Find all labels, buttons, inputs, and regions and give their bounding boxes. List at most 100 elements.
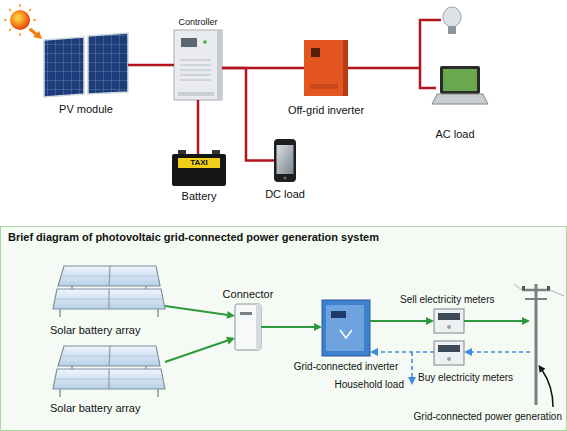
light-bulb	[443, 7, 461, 27]
component-label: Off-grid inverter	[288, 104, 364, 117]
component-node: AC load	[420, 8, 490, 116]
controller-cabinet	[174, 30, 222, 100]
grid-inverter	[322, 300, 370, 356]
sun	[4, 4, 42, 39]
connector-box	[256, 304, 261, 350]
arrow-head	[464, 348, 472, 356]
component-label: Solar battery array	[50, 324, 140, 337]
component-label: Connector	[223, 288, 274, 301]
component-node: Connector	[235, 304, 261, 350]
grid-inverter	[322, 300, 370, 356]
controller-cabinet	[181, 38, 197, 47]
component-node: Off-grid inverter	[304, 40, 348, 96]
electricity-meter	[447, 325, 451, 329]
load-label: Household load	[335, 379, 405, 391]
controller-cabinet	[217, 30, 222, 100]
component-label: DC load	[265, 188, 305, 201]
laptop	[432, 66, 488, 104]
utility-pole	[522, 289, 550, 292]
phone	[274, 139, 296, 182]
pv-panels	[44, 33, 128, 97]
solar-array	[53, 266, 165, 317]
controller-cabinet	[178, 92, 214, 96]
phone	[277, 145, 294, 174]
arrow-head	[226, 337, 235, 345]
power-wire	[128, 64, 174, 67]
sun	[4, 4, 36, 36]
leader-arrow	[539, 365, 546, 373]
flow-arrow	[370, 348, 434, 356]
flow-arrow	[370, 317, 434, 325]
component-label: PV module	[59, 103, 113, 116]
flow-arrow	[471, 351, 530, 353]
controller-cabinet	[180, 60, 211, 80]
utility-pole	[525, 298, 547, 300]
component-node: Solar battery array	[50, 262, 165, 317]
laptop	[440, 66, 480, 94]
flow-arrow	[165, 337, 235, 362]
power-wire	[348, 67, 420, 70]
electricity-meter	[434, 341, 464, 365]
power-wire	[222, 68, 274, 161]
component-node: DC load	[274, 139, 296, 182]
grid-inverter	[340, 330, 352, 338]
power-wire	[128, 65, 174, 66]
electricity-meter	[438, 345, 460, 352]
component-node: PV module	[44, 33, 128, 97]
flow-arrow	[165, 340, 228, 362]
off-grid-inverter	[304, 40, 348, 96]
flow-arrow	[165, 306, 228, 315]
power-wire	[198, 100, 199, 154]
laptop	[443, 69, 477, 91]
component-node: Controller	[174, 30, 222, 100]
battery-brand: TAXI	[178, 158, 220, 168]
arrow-head	[370, 348, 378, 356]
electricity-meter	[434, 309, 464, 333]
component-label: Controller	[178, 17, 217, 27]
sun	[10, 10, 30, 30]
household-arrow	[408, 377, 416, 385]
electricity-meter	[438, 313, 460, 320]
component-label: Grid-connected power generation	[414, 411, 562, 423]
component-node: Grid-connected power generation	[530, 283, 542, 405]
component-node: Buy electricity meters	[434, 341, 464, 365]
component-label: Battery	[182, 190, 217, 203]
power-wire	[348, 68, 420, 69]
utility-pole	[522, 286, 525, 290]
arrow-head	[426, 317, 434, 325]
connector-box	[235, 304, 261, 350]
pv-panels	[44, 37, 84, 97]
household-arrow	[408, 352, 416, 385]
off-grid-inverter	[311, 48, 320, 57]
sun	[33, 31, 42, 39]
solar-array	[53, 346, 165, 397]
flow-arrow	[377, 351, 434, 353]
pv-panels	[88, 33, 128, 94]
light-bulb	[448, 26, 456, 34]
power-wire	[197, 100, 200, 154]
off-grid-inverter	[304, 40, 348, 96]
component-node: Solar battery array	[50, 342, 165, 398]
component-label: AC load	[435, 128, 474, 141]
arrow-head	[522, 317, 530, 325]
connector-box	[240, 312, 252, 315]
diagram-title: Brief diagram of photovoltaic grid-conne…	[8, 231, 379, 244]
flow-arrow	[165, 306, 235, 319]
flow-arrow	[464, 348, 530, 356]
household-arrow	[411, 352, 413, 378]
light-bulb	[443, 7, 461, 34]
flow-arrow	[261, 323, 322, 331]
battery	[172, 150, 226, 186]
phone	[274, 139, 296, 182]
ac-wire-bracket	[420, 20, 441, 88]
grid-inverter	[331, 311, 346, 318]
utility-pole	[514, 284, 564, 405]
battery	[172, 154, 226, 186]
controller-cabinet	[174, 30, 222, 100]
electricity-meter	[434, 341, 464, 365]
electricity-meter	[434, 309, 464, 333]
component-label: Solar battery array	[50, 402, 140, 415]
off-grid-inverter	[310, 84, 338, 89]
